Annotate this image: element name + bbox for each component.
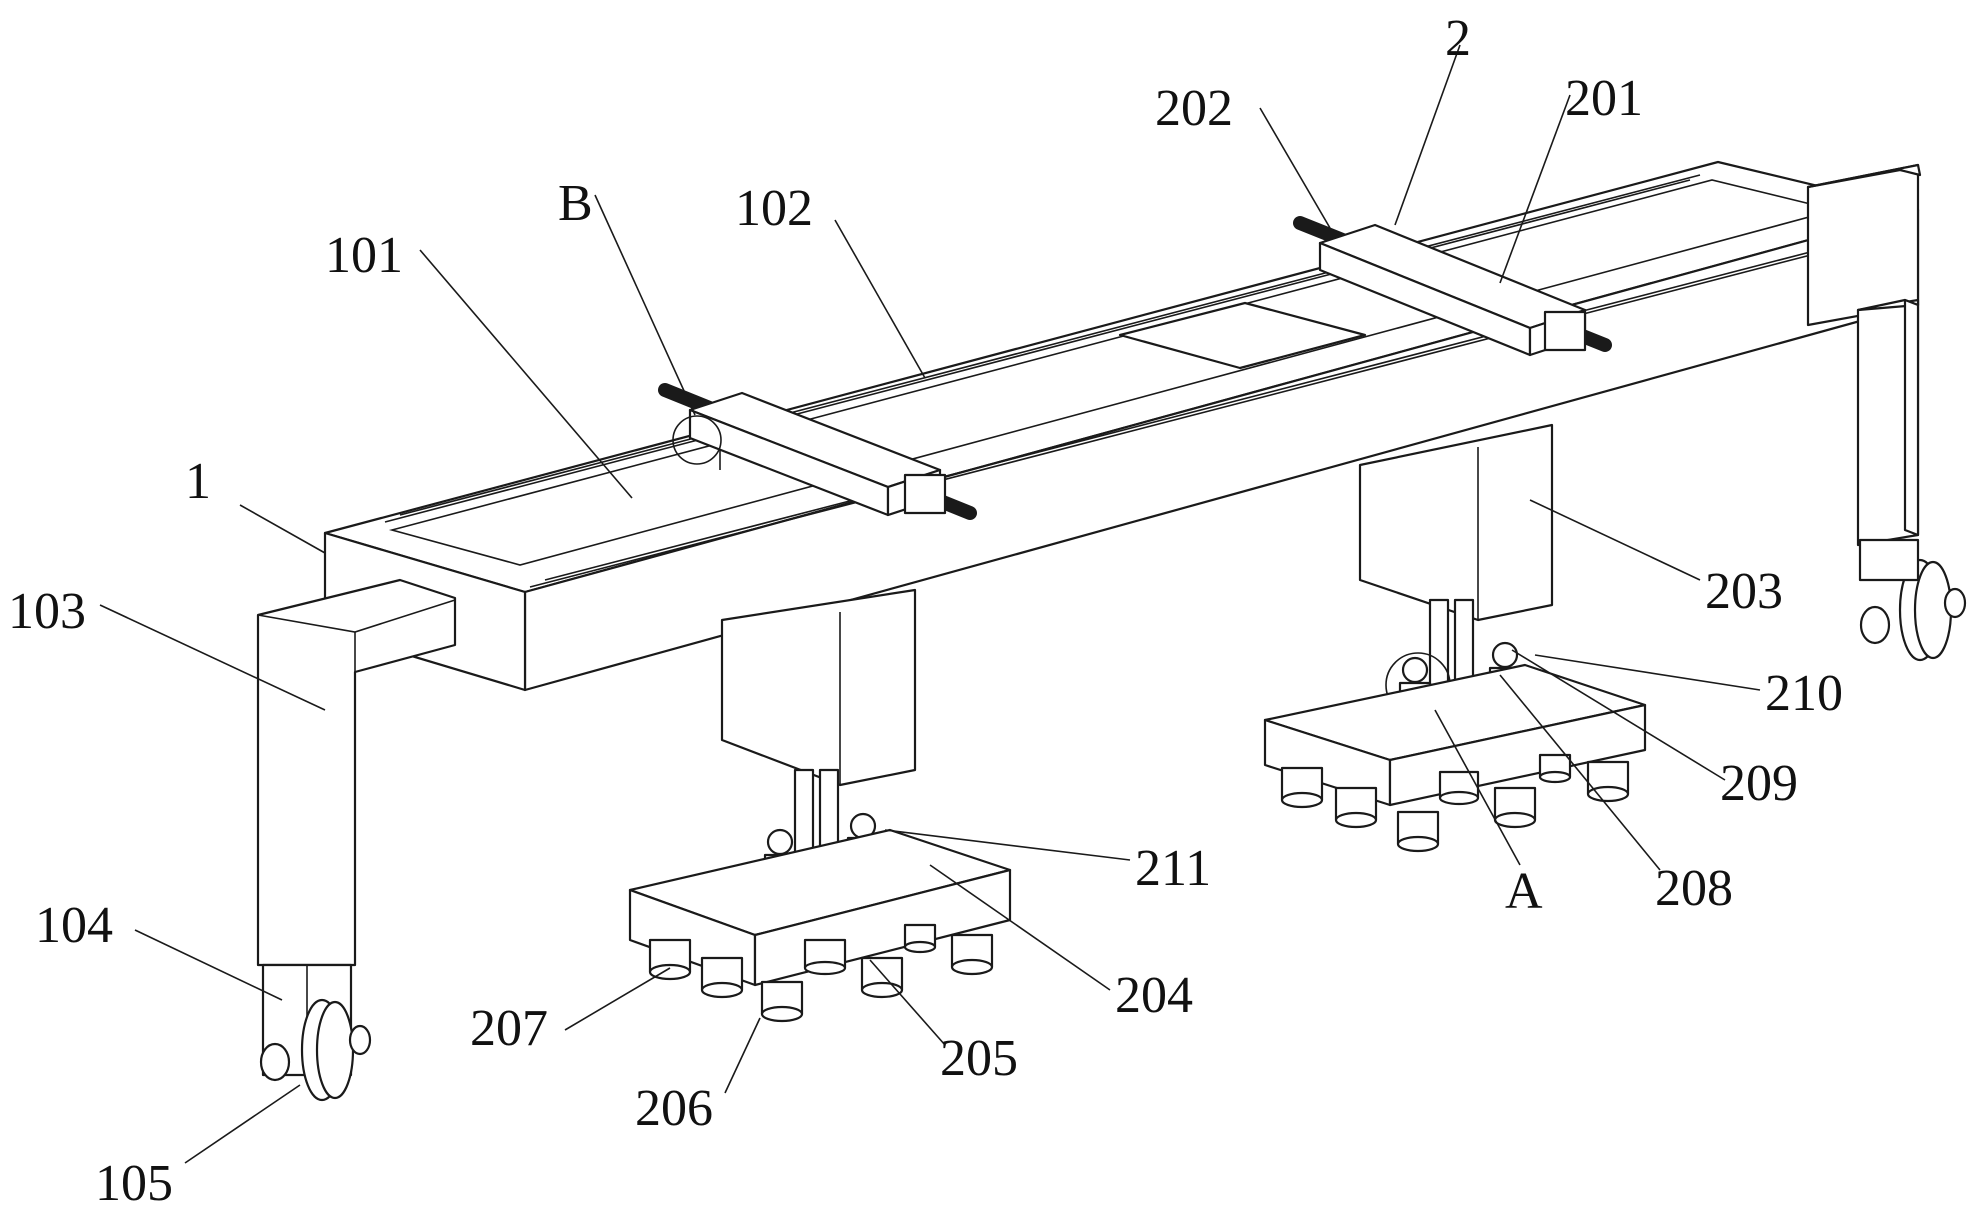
label-1: 1: [185, 453, 211, 510]
label-105: 105: [95, 1155, 173, 1212]
label-203: 203: [1705, 563, 1783, 620]
label-205: 205: [940, 1030, 1018, 1087]
label-B: B: [558, 175, 593, 232]
label-206: 206: [635, 1080, 713, 1137]
label-210: 210: [1765, 665, 1843, 722]
reference-labels: 1 101 102 103 104 105 2 201 202 203 204 …: [8, 10, 1843, 1212]
label-102: 102: [735, 180, 813, 237]
label-104: 104: [35, 897, 113, 954]
label-209: 209: [1720, 755, 1798, 812]
leader-lines: [99, 44, 1761, 1164]
right-wheel: [1858, 538, 1967, 662]
label-103: 103: [8, 583, 86, 640]
right-suction-cups: [1280, 753, 1630, 853]
left-carriage: [658, 383, 977, 520]
right-leg: [1806, 163, 1922, 547]
label-A: A: [1505, 863, 1543, 920]
label-202: 202: [1155, 80, 1233, 137]
left-wheel: [259, 998, 372, 1102]
label-204: 204: [1115, 967, 1193, 1024]
label-2: 2: [1445, 10, 1471, 67]
main-frame: [323, 160, 1920, 692]
label-211: 211: [1135, 840, 1211, 897]
label-208: 208: [1655, 860, 1733, 917]
left-actuator: [628, 588, 1012, 987]
label-101: 101: [325, 227, 403, 284]
label-207: 207: [470, 1000, 548, 1057]
right-carriage: [1293, 216, 1612, 357]
label-201: 201: [1565, 70, 1643, 127]
